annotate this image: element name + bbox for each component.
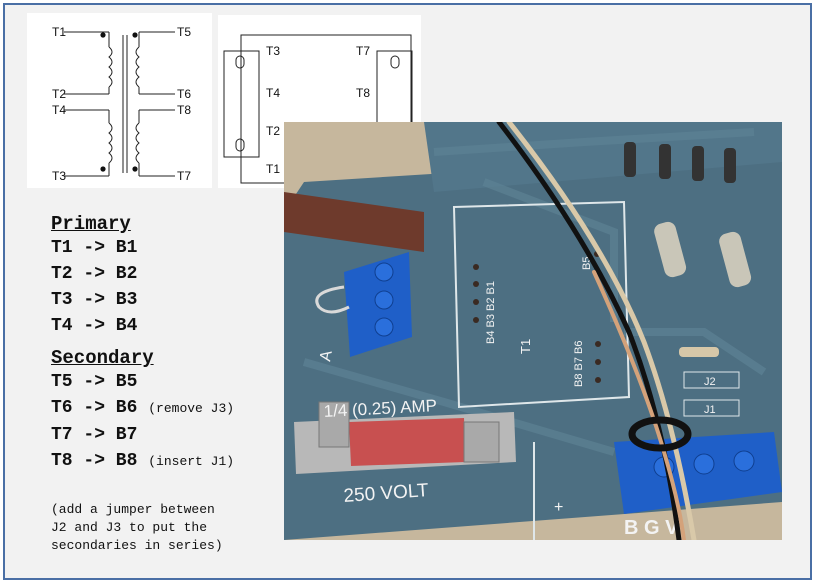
terminal-block-right <box>614 432 782 514</box>
footnote-line: (add a jumper between <box>51 502 215 517</box>
wiring-map: Primary T1 -> B1 T2 -> B2 T3 -> B3 T4 ->… <box>51 213 234 475</box>
secondary-row: T5 -> B5 <box>51 372 138 392</box>
footprint-pin-label: T3 <box>266 44 281 58</box>
secondary-row: T8 -> B8 (insert J1) <box>51 448 234 475</box>
terminal-label: T8 <box>177 103 192 117</box>
polarity-dot <box>100 166 106 172</box>
jumper-j1-label: J1 <box>704 404 716 416</box>
secondary-row: T7 -> B7 <box>51 425 138 445</box>
jumper-pads <box>679 347 740 417</box>
primary-row: T1 -> B1 <box>51 238 138 258</box>
pad-labels-secondary: B8 B7 B6 <box>573 341 585 387</box>
terminal-a-label: A <box>317 349 336 363</box>
footprint-pin-label: T1 <box>266 162 281 176</box>
footprint-pin-label: T2 <box>266 124 281 138</box>
footprint-pin-label: T7 <box>356 44 371 58</box>
terminal-label: T5 <box>177 25 192 39</box>
plus-label: + <box>554 499 563 516</box>
terminal-label: T1 <box>52 25 67 39</box>
transformer-ref: T1 <box>518 339 533 354</box>
secondary-row-text: T8 -> B8 <box>51 451 138 471</box>
footprint-pin-label: T8 <box>356 86 371 100</box>
polarity-dot <box>132 32 138 38</box>
secondary-row: T6 -> B6 (remove J3) <box>51 395 234 422</box>
polarity-dot <box>100 32 106 38</box>
footprint-pin-label: T4 <box>266 86 281 100</box>
pad-labels-primary: B4 B3 B2 B1 <box>485 281 497 344</box>
terminal-bgv-label: B G V <box>624 517 679 539</box>
row-note: (insert J1) <box>148 454 235 469</box>
secondary-row-text: T6 -> B6 <box>51 398 138 418</box>
resistors <box>624 142 752 288</box>
terminal-label: T4 <box>52 103 67 117</box>
terminal-label: T7 <box>177 169 192 183</box>
board-illustration: B4 B3 B2 B1 B5 B8 B7 B6 T1 A 1/4 (0.25) … <box>284 122 782 540</box>
wires <box>496 122 697 540</box>
row-note: (remove J3) <box>148 401 235 416</box>
terminal-label: T3 <box>52 169 67 183</box>
terminal-label: T6 <box>177 87 192 101</box>
series-jumper-note: (add a jumper between J2 and J3 to put t… <box>51 501 223 555</box>
fuse-holder <box>294 401 516 474</box>
wood-block <box>284 192 424 252</box>
circuit-board-photo: B4 B3 B2 B1 B5 B8 B7 B6 T1 A 1/4 (0.25) … <box>284 122 782 540</box>
polarity-dot <box>132 166 138 172</box>
secondary-heading: Secondary <box>51 347 154 369</box>
terminal-block-left <box>315 252 412 357</box>
footnote-line: secondaries in series) <box>51 538 223 553</box>
figure-frame: T1 T2 T4 T3 T5 T6 T8 T7 T3 T4 T2 T1 <box>3 3 812 580</box>
primary-row: T3 -> B3 <box>51 290 138 310</box>
primary-heading: Primary <box>51 213 131 235</box>
jumper-j2-label: J2 <box>704 376 716 388</box>
primary-row: T4 -> B4 <box>51 316 138 336</box>
schematic-drawing <box>64 31 175 177</box>
terminal-label: T2 <box>52 87 67 101</box>
primary-row: T2 -> B2 <box>51 264 138 284</box>
footnote-line: J2 and J3 to put the <box>51 520 208 535</box>
transformer-schematic: T1 T2 T4 T3 T5 T6 T8 T7 <box>27 13 212 188</box>
